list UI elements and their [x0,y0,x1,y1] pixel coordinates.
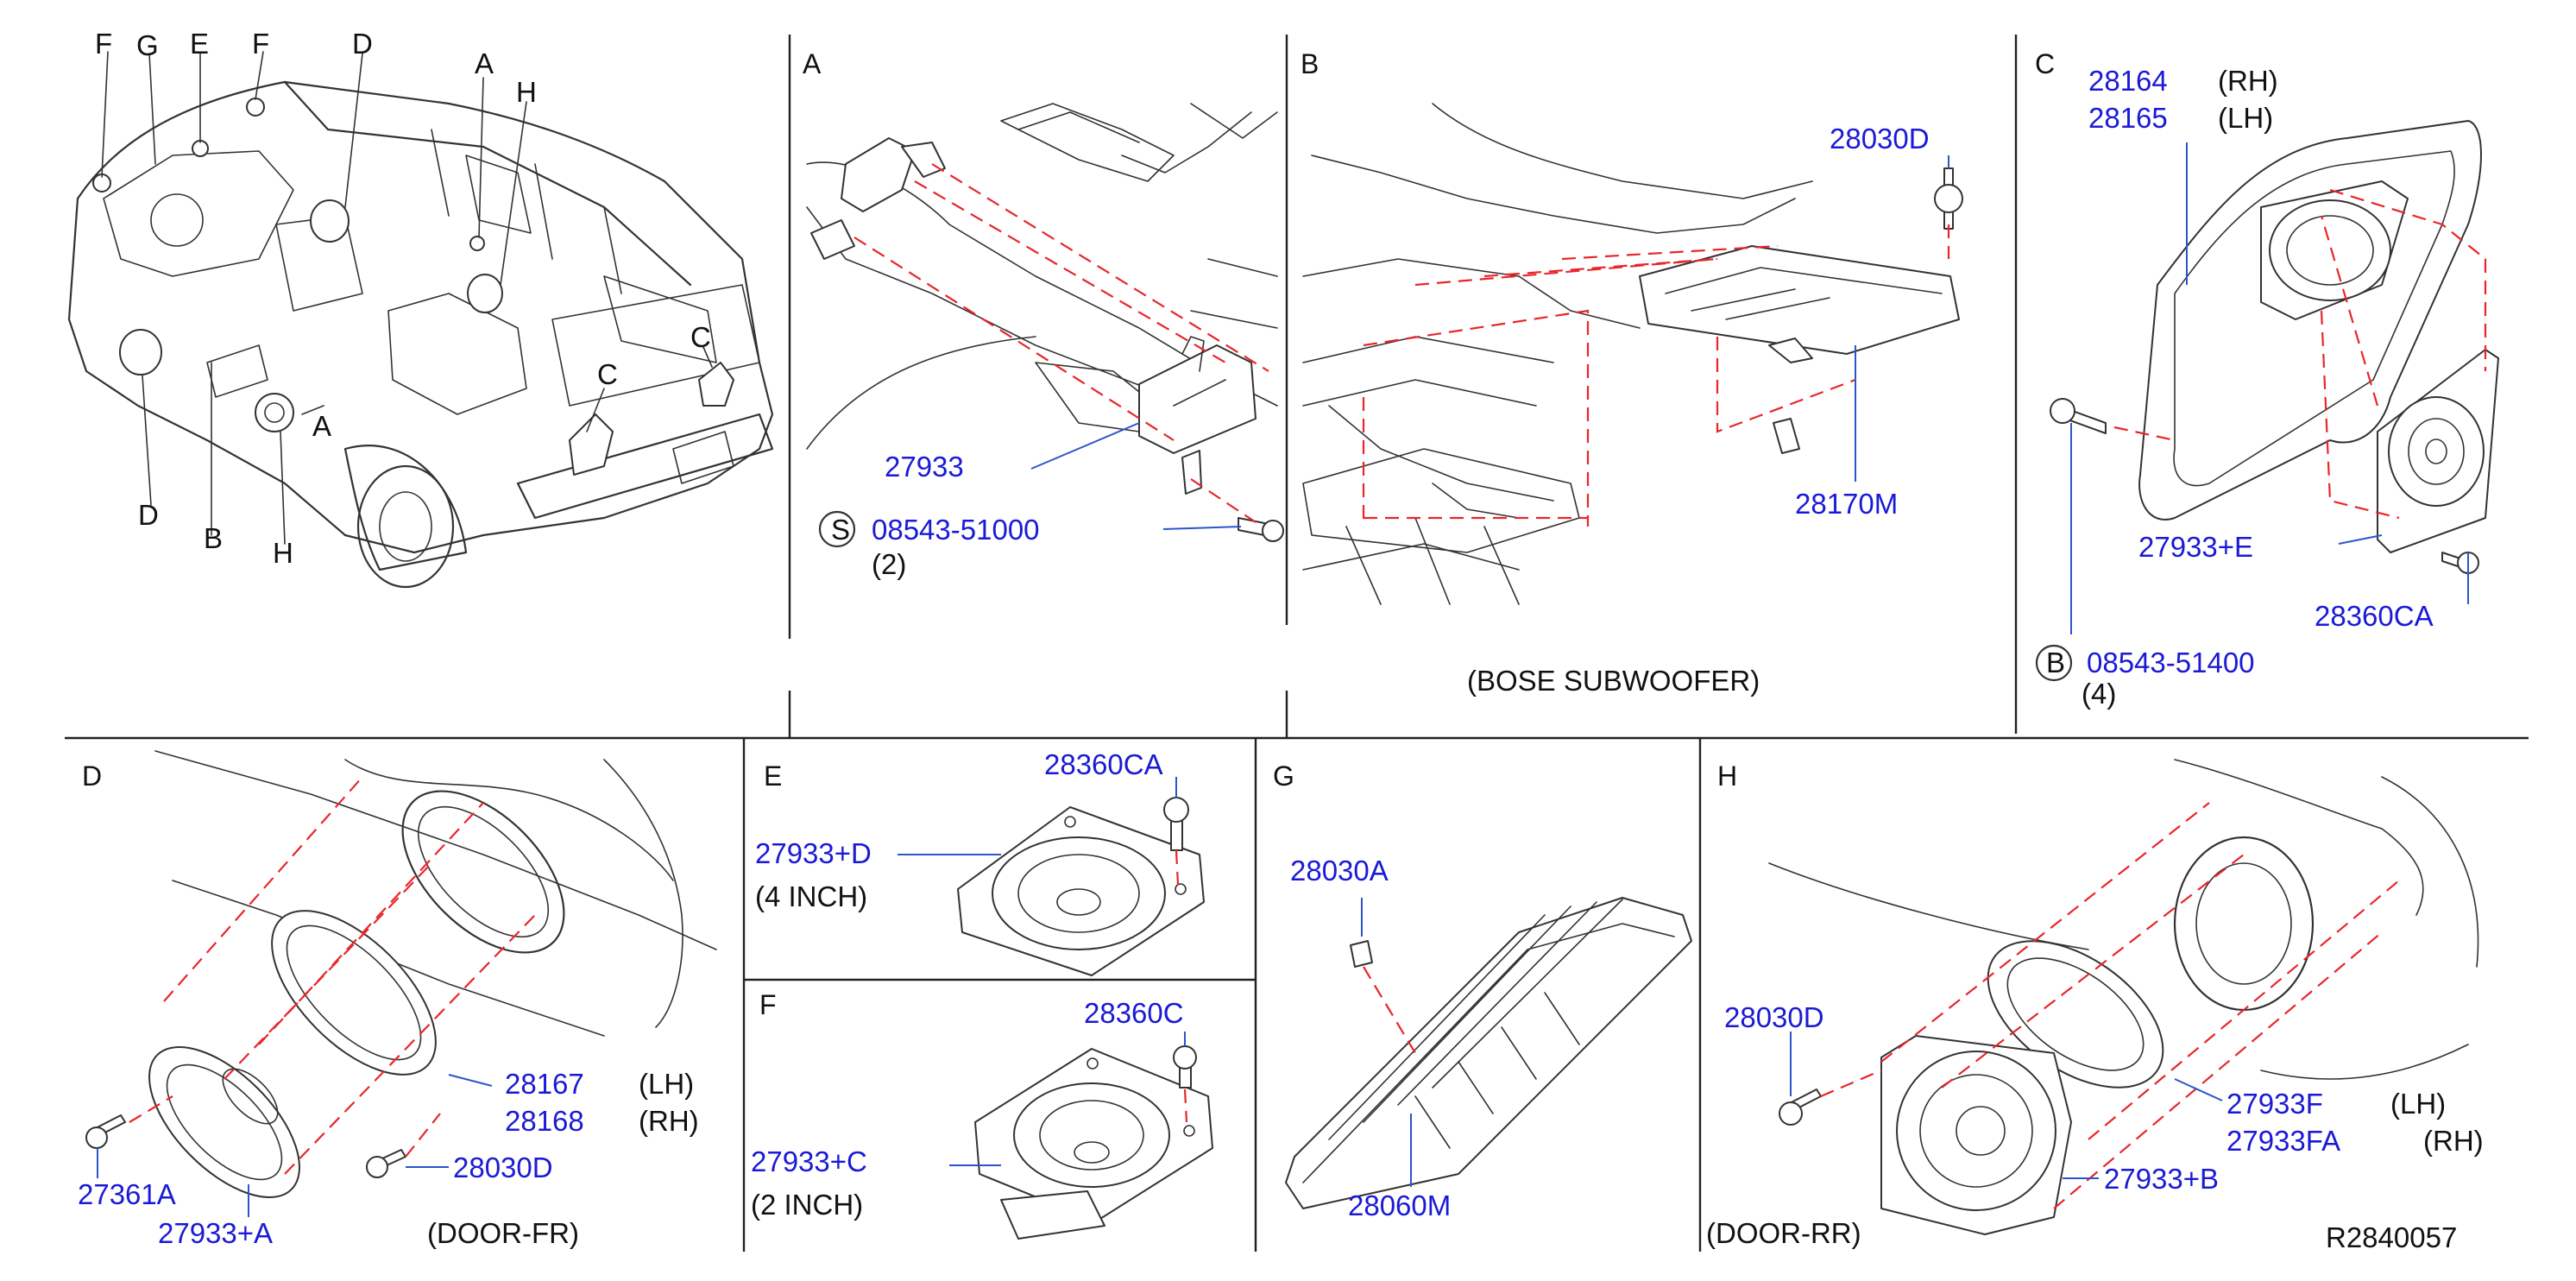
overview-callout-f2: F [252,28,269,60]
overview-callout-g: G [136,29,159,61]
part-28060m: 28060M [1348,1190,1451,1221]
overview-callout-a1: A [475,47,494,79]
section-h-note: (DOOR-RR) [1706,1217,1861,1249]
section-g-drawing [1285,897,1692,1209]
part-27933-a: 27933+A [158,1217,273,1249]
part-27933-d: 27933+D [755,837,872,869]
part-27933: 27933 [885,451,964,483]
part-28360ca-e: 28360CA [1044,748,1163,780]
section-c-letter: C [2035,48,2055,79]
part-27933f: 27933F [2226,1088,2323,1120]
section-a-letter: A [803,48,822,79]
section-h-drawing [1768,759,2479,1235]
section-f-drawing [949,1032,1213,1240]
section-e-drawing [898,777,1205,976]
part-28164: 28164 [2088,65,2168,97]
side-rh-c: (RH) [2218,65,2278,97]
overview-callout-c1: C [690,321,711,353]
part-28030d-b: 28030D [1830,123,1930,155]
overview-callout-d1: D [352,28,373,60]
section-e-size: (4 INCH) [755,880,867,912]
overview-callout-b: B [204,522,223,554]
overview-callout-h2: H [273,537,293,569]
vehicle-overview [67,51,774,589]
overview-callout-a2: A [312,410,331,442]
overview-callout-c2: C [597,358,618,390]
section-h-letter: H [1717,760,1737,792]
section-b-note: (BOSE SUBWOOFER) [1467,665,1760,697]
overview-callout-f1: F [95,28,112,60]
section-c-qty: (4) [2082,678,2116,710]
part-28360c: 28360C [1084,997,1184,1029]
screw-symbol-s: S [831,514,850,546]
part-28165: 28165 [2088,102,2168,134]
side-rh-h: (RH) [2423,1125,2484,1157]
part-28030d-d: 28030D [453,1152,553,1183]
side-lh-d: (LH) [639,1068,694,1100]
side-rh-d: (RH) [639,1105,699,1137]
part-08543-51000: 08543-51000 [872,514,1040,546]
section-f-size: (2 INCH) [751,1189,863,1221]
part-27933-c: 27933+C [751,1145,867,1177]
overview-callout-e: E [190,28,209,60]
part-28360ca-c: 28360CA [2315,600,2434,632]
part-28030d-h: 28030D [1724,1001,1824,1033]
section-a-drawing [806,103,1284,548]
section-d-letter: D [82,760,102,792]
section-g-letter: G [1273,760,1294,792]
part-28167: 28167 [505,1068,584,1100]
overview-callout-h1: H [516,76,537,108]
part-27361a: 27361A [78,1178,176,1210]
part-27933-b: 27933+B [2104,1163,2219,1195]
overview-callout-d2: D [138,499,159,531]
part-08543-51400: 08543-51400 [2087,647,2255,678]
section-f-letter: F [759,989,777,1020]
panel-dividers [65,35,2529,1252]
part-28170m: 28170M [1795,488,1898,520]
section-b-drawing [1302,103,1963,605]
part-27933-e: 27933+E [2138,531,2253,563]
screw-symbol-b: B [2046,647,2065,678]
part-28168: 28168 [505,1105,584,1137]
drawing-number: R2840057 [2326,1221,2457,1253]
side-lh-h: (LH) [2390,1088,2446,1120]
section-a-qty: (2) [872,548,906,580]
section-b-letter: B [1301,48,1319,79]
part-27933fa: 27933FA [2226,1125,2340,1157]
side-lh-c: (LH) [2218,102,2273,134]
section-c-drawing [2035,120,2499,682]
section-d-note: (DOOR-FR) [427,1217,579,1249]
part-28030a: 28030A [1290,855,1389,887]
section-d-drawing [85,750,717,1217]
section-e-letter: E [764,760,782,792]
